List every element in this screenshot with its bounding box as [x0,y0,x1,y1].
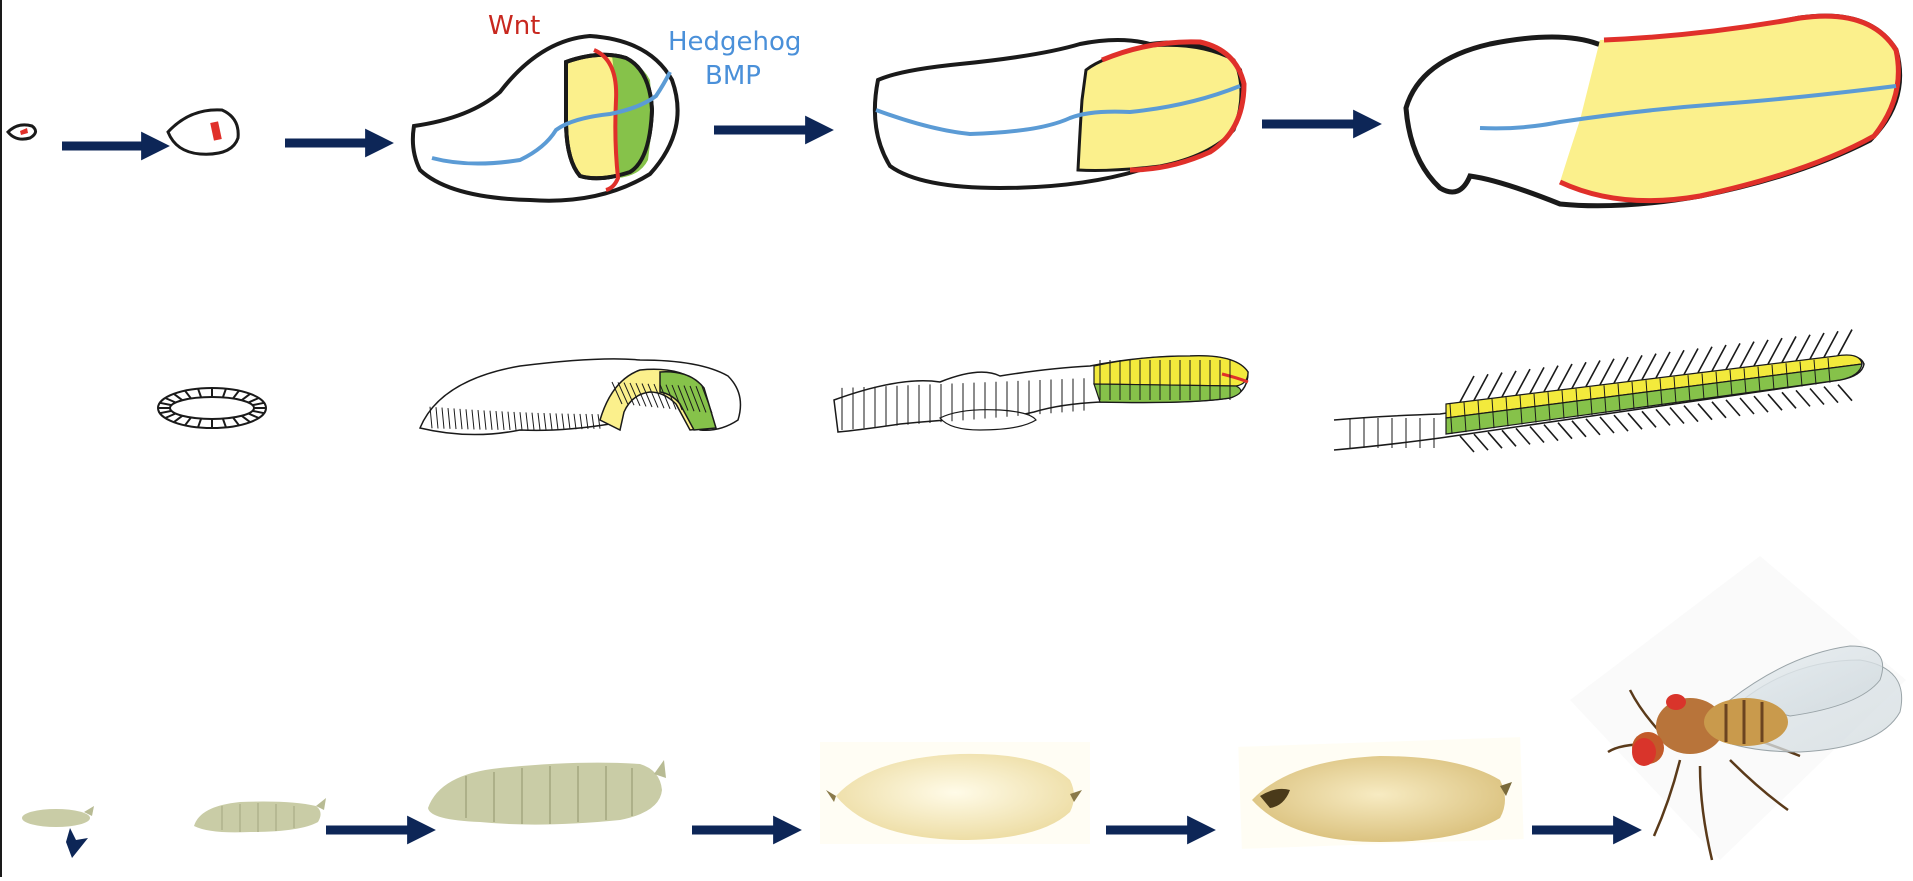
cell-wall [1460,436,1474,452]
cell-wall [1586,361,1600,387]
cell-wall [1558,423,1572,439]
cell-wall [1824,387,1838,403]
adult-fly [1570,556,1906,860]
arrowhead-small [66,828,88,858]
cell-wall [1740,398,1754,414]
cell-wall [1642,354,1656,380]
cell-wall [1698,347,1712,373]
row-disc-cross-sections [158,330,1864,452]
cell-wall [1544,425,1558,441]
pupa-early [820,742,1090,844]
row-wing-disc-growth: Wnt Hedgehog BMP [8,11,1900,206]
cell-wall [1474,434,1488,450]
cell-wall [1572,421,1586,437]
cell-wall [1558,364,1572,390]
cell-wall [1614,357,1628,383]
cell-wall [1530,367,1544,393]
cell-wall [1460,376,1474,402]
cell-wall [1684,348,1698,374]
disc-stage-2 [168,110,238,154]
cell-wall [1656,352,1670,378]
cell-wall [1488,432,1502,448]
cell-wall [1600,417,1614,433]
cell-wall [1698,404,1712,420]
pupa-late [1238,737,1523,849]
cell-wall [1768,338,1782,364]
cell-wall [1642,411,1656,427]
cell-wall [1502,371,1516,397]
wnt-label: Wnt [488,11,540,41]
cell-wall [1782,392,1796,408]
section-stage-3 [834,356,1248,432]
row-life-cycle [22,556,1906,860]
larva-medium [194,798,326,832]
disc-stage-3 [413,36,678,201]
disc-stage-4 [875,40,1244,188]
larva-large [428,760,666,825]
section-stage-4 [1334,330,1864,452]
cell-wall [1488,373,1502,399]
cell-wall [1768,394,1782,410]
cell-wall [1628,355,1642,381]
cell-wall [1614,415,1628,431]
cell-wall [1516,428,1530,444]
cell-wall [1530,427,1544,443]
cell-wall [1740,342,1754,368]
cell-wall [1670,350,1684,376]
disc-stage-5 [1406,16,1900,206]
cell-wall [1726,400,1740,416]
cell-wall [1712,345,1726,371]
disc-stage-1 [8,125,36,139]
cell-wall [1628,413,1642,429]
section-stage-2 [420,359,740,435]
cell-wall [1670,408,1684,424]
cell-wall [1810,333,1824,359]
cell-wall [1544,366,1558,392]
cell-wall [1796,335,1810,361]
cell-wall [1712,402,1726,418]
hedgehog-label: Hedgehog [668,27,801,57]
cell-wall [1726,343,1740,369]
cell-wall [1838,330,1852,356]
cell-wall [1502,430,1516,446]
cell-wall [1586,419,1600,435]
cell-wall [1684,406,1698,422]
cell-wall [1754,340,1768,366]
cell-wall [1516,369,1530,395]
cell-wall [1572,362,1586,388]
cell-wall [1474,374,1488,400]
cell-wall [1838,385,1852,401]
cell-wall [1824,331,1838,357]
bmp-label: BMP [705,61,761,91]
cell-wall [1810,389,1824,405]
cell-wall [1782,336,1796,362]
section-stage-1 [158,388,266,428]
cell-wall [1796,390,1810,406]
cell-wall [1754,396,1768,412]
larva-small [22,806,94,827]
cell-wall [1600,359,1614,385]
cell-wall [1656,409,1670,425]
